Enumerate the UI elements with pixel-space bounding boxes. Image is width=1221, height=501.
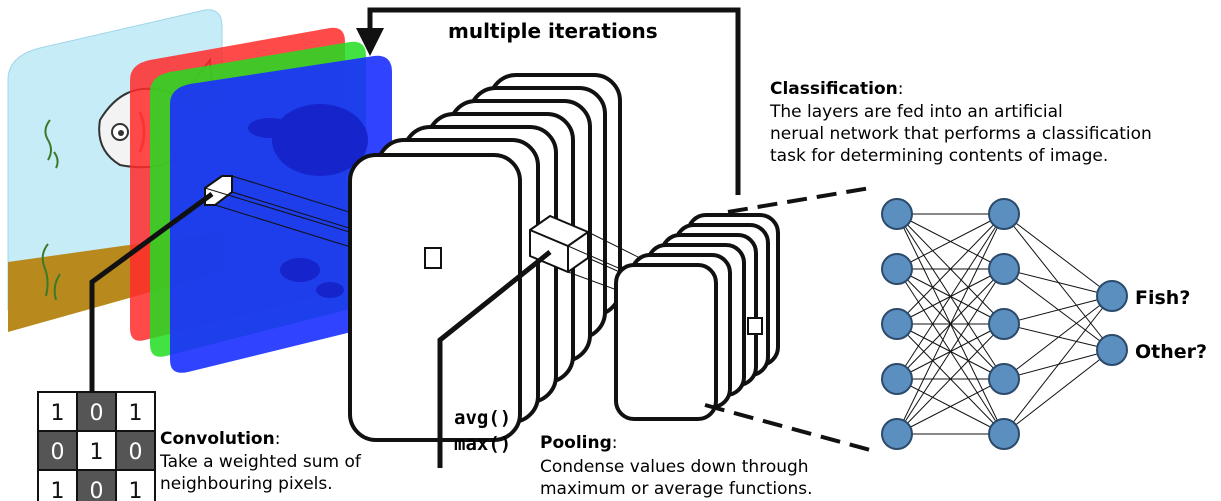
network-node-layer-1 [881, 308, 913, 340]
pooling-line-1: Condense values down through [540, 457, 809, 477]
pooling-function-max: max() [454, 433, 511, 455]
classification-title: Classification: [770, 79, 903, 99]
iterations-label: multiple iterations [448, 19, 658, 43]
kernel-value: 0 [129, 440, 143, 465]
pooling-title: Pooling: [540, 433, 617, 453]
network-node-layer-2 [988, 253, 1020, 285]
network-node-layer-3 [1096, 280, 1128, 312]
kernel-cell [115, 430, 156, 471]
convolution-title: Convolution: [160, 429, 280, 449]
neural-network [881, 198, 1128, 450]
network-edge [1003, 295, 1113, 380]
network-nodes [881, 198, 1128, 450]
output-label-other: Other? [1135, 341, 1207, 363]
network-edge [896, 323, 1005, 435]
kernel-value: 0 [90, 401, 104, 426]
network-node-layer-1 [881, 363, 913, 395]
pooled-window [747, 317, 763, 335]
kernel-value: 0 [90, 479, 104, 501]
network-node-layer-2 [988, 198, 1020, 230]
network-edge [896, 213, 1005, 380]
kernel-value: 1 [129, 401, 143, 426]
network-node-layer-2 [988, 363, 1020, 395]
network-edge [896, 213, 1005, 270]
convolution-pointer [89, 191, 214, 400]
turtle-silhouette [248, 104, 368, 298]
convolution-line-2: neighbouring pixels. [160, 474, 333, 494]
color-channels [130, 27, 392, 373]
feature-map-stack [348, 73, 622, 442]
iteration-loop-arrow [356, 7, 741, 195]
network-connectors [704, 186, 871, 452]
network-node-layer-1 [881, 198, 913, 230]
kernel-value: 1 [51, 401, 65, 426]
kernel-value: 1 [129, 479, 143, 501]
network-edge [1003, 295, 1113, 435]
network-node-layer-3 [1096, 334, 1128, 366]
network-edge [1003, 213, 1113, 297]
pooling-pointer [437, 250, 552, 468]
kernel-value: 1 [90, 440, 104, 465]
seaweed-icon [41, 119, 61, 301]
network-edge [1003, 295, 1113, 325]
pooling-function-avg: avg() [454, 407, 511, 429]
kernel-cell [115, 469, 156, 501]
network-edge [896, 268, 1005, 435]
classification-line-1: The layers are fed into an artificial [769, 102, 1063, 122]
convolution-line-1: Take a weighted sum of [159, 452, 362, 472]
network-edge [1003, 268, 1113, 297]
network-node-layer-2 [988, 308, 1020, 340]
pooled-map-stack [614, 213, 780, 421]
network-node-layer-2 [988, 418, 1020, 450]
kernel-value: 1 [51, 479, 65, 501]
network-edge [1003, 349, 1113, 435]
classification-line-3: task for determining contents of image. [770, 146, 1108, 166]
network-edges [896, 213, 1113, 435]
network-node-layer-1 [881, 418, 913, 450]
network-edge [896, 378, 1005, 435]
network-node-layer-1 [881, 253, 913, 285]
output-label-fish: Fish? [1135, 287, 1190, 309]
pooling-line-2: maximum or average functions. [540, 479, 813, 499]
network-edge [896, 213, 1005, 325]
feature-window [424, 247, 442, 269]
kernel-value: 0 [51, 440, 65, 465]
classification-line-2: nerual network that performs a classific… [770, 124, 1152, 144]
network-edge [896, 213, 1005, 435]
kernel-cell [76, 469, 117, 501]
